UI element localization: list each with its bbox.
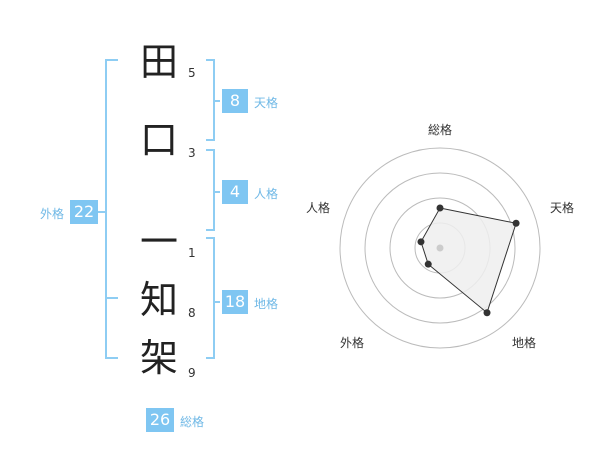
radar-point-3 bbox=[483, 309, 491, 317]
tenkaku-value: 8 bbox=[222, 89, 248, 113]
radar-axis-label-tenkaku: 天格 bbox=[550, 200, 574, 215]
stroke-count-3: 1 bbox=[188, 246, 196, 260]
tenkaku-label: 天格 bbox=[254, 96, 279, 110]
gaikaku-label: 外格 bbox=[40, 207, 65, 221]
stroke-count-1: 5 bbox=[188, 66, 196, 80]
radar-point-2 bbox=[512, 219, 520, 227]
radar-ring-3 bbox=[364, 172, 516, 324]
stroke-count-2: 3 bbox=[188, 146, 196, 160]
radar-axis-label-soukaku: 総格 bbox=[428, 122, 452, 137]
soukaku-value: 26 bbox=[146, 408, 174, 432]
soukaku-label: 総格 bbox=[180, 415, 205, 429]
name-char-5: 架 bbox=[139, 336, 178, 380]
radar-point-5 bbox=[417, 238, 425, 246]
chikaku-bracket bbox=[206, 237, 220, 359]
radar-point-1 bbox=[436, 204, 444, 212]
radar-center bbox=[436, 244, 444, 252]
radar-points bbox=[417, 204, 520, 317]
radar-axis-label-jinkaku: 人格 bbox=[306, 200, 330, 215]
stroke-count-4: 8 bbox=[188, 306, 196, 320]
radar-axis-label-chikaku: 地格 bbox=[512, 335, 536, 350]
name-char-3: 一 bbox=[139, 220, 178, 264]
gaikaku-value: 22 bbox=[70, 200, 98, 224]
stroke-count-5: 9 bbox=[188, 366, 196, 380]
name-char-2: 口 bbox=[139, 118, 178, 162]
radar-point-4 bbox=[424, 260, 432, 268]
name-char-4: 知 bbox=[139, 278, 178, 322]
jinkaku-bracket bbox=[206, 149, 220, 231]
chikaku-value: 18 bbox=[222, 290, 248, 314]
chikaku-label: 地格 bbox=[254, 297, 279, 311]
jinkaku-label: 人格 bbox=[254, 187, 279, 201]
name-char-1: 田 bbox=[139, 40, 178, 84]
radar-polygon bbox=[420, 207, 517, 314]
tenkaku-bracket bbox=[206, 59, 220, 141]
radar-axis-label-gaikaku: 外格 bbox=[340, 335, 364, 350]
jinkaku-value: 4 bbox=[222, 180, 248, 204]
radar-ring-4 bbox=[339, 147, 541, 349]
